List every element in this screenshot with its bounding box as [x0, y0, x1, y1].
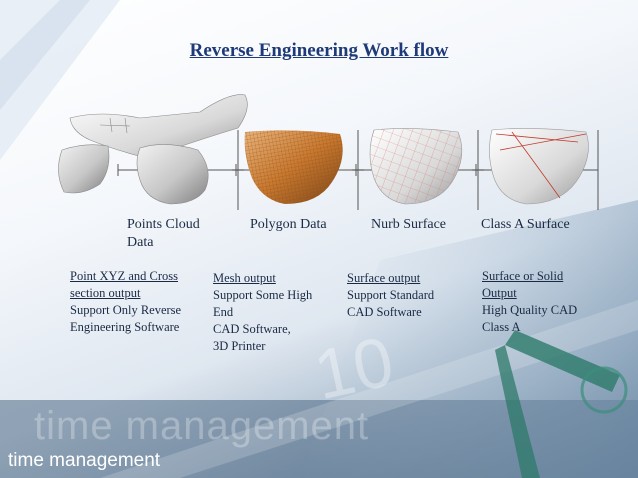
desc-output-line: section output: [70, 286, 141, 300]
stage-description-class-a-surface: Surface or Solid Output High Quality CAD…: [482, 268, 577, 336]
stage-label-polygon-data: Polygon Data: [250, 217, 327, 232]
polygon-mesh-shape: [244, 130, 343, 204]
desc-output-line: Surface output: [347, 271, 421, 285]
desc-support-line: Support Standard: [347, 288, 435, 302]
stage-label-nurb-surface: Nurb Surface: [371, 217, 447, 232]
desc-output-line: Output: [482, 286, 517, 300]
footer-text: time management: [8, 450, 161, 471]
desc-support-line: CAD Software,: [213, 322, 291, 336]
stage-description-points-cloud: Point XYZ and Cross section output Suppo…: [70, 268, 181, 336]
desc-support-line: Support Only Reverse: [70, 303, 182, 317]
svg-text:10: 10: [308, 322, 400, 414]
desc-support-line: Support Some High: [213, 288, 313, 302]
slide-title: Reverse Engineering Work flow: [189, 40, 449, 61]
stage-label-class-a-surface: Class A Surface: [481, 217, 570, 232]
nurb-surface-shape: [369, 128, 463, 205]
class-a-surface-shape: [489, 128, 589, 205]
points-cloud-shape: [58, 94, 248, 205]
footer-watermark: time management: [34, 404, 370, 448]
desc-output-line: Mesh output: [213, 271, 276, 285]
desc-output-line: Point XYZ and Cross: [70, 269, 178, 283]
stage-label-points-cloud: Points Cloud Data: [127, 216, 200, 252]
desc-support-line: CAD Software: [347, 305, 422, 319]
desc-output-line: Surface or Solid: [482, 269, 564, 283]
stage-description-nurb-surface: Surface output Support Standard CAD Soft…: [347, 270, 434, 321]
stage-label-line: Points Cloud: [127, 217, 200, 232]
desc-support-line: High Quality CAD: [482, 303, 578, 317]
desc-support-line: 3D Printer: [213, 339, 266, 353]
desc-support-line: Engineering Software: [70, 320, 180, 334]
desc-support-line: Class A: [482, 320, 521, 334]
stage-label-line: Data: [127, 235, 154, 250]
desc-support-line: End: [213, 305, 234, 319]
stage-description-polygon-data: Mesh output Support Some High End CAD So…: [213, 270, 312, 355]
